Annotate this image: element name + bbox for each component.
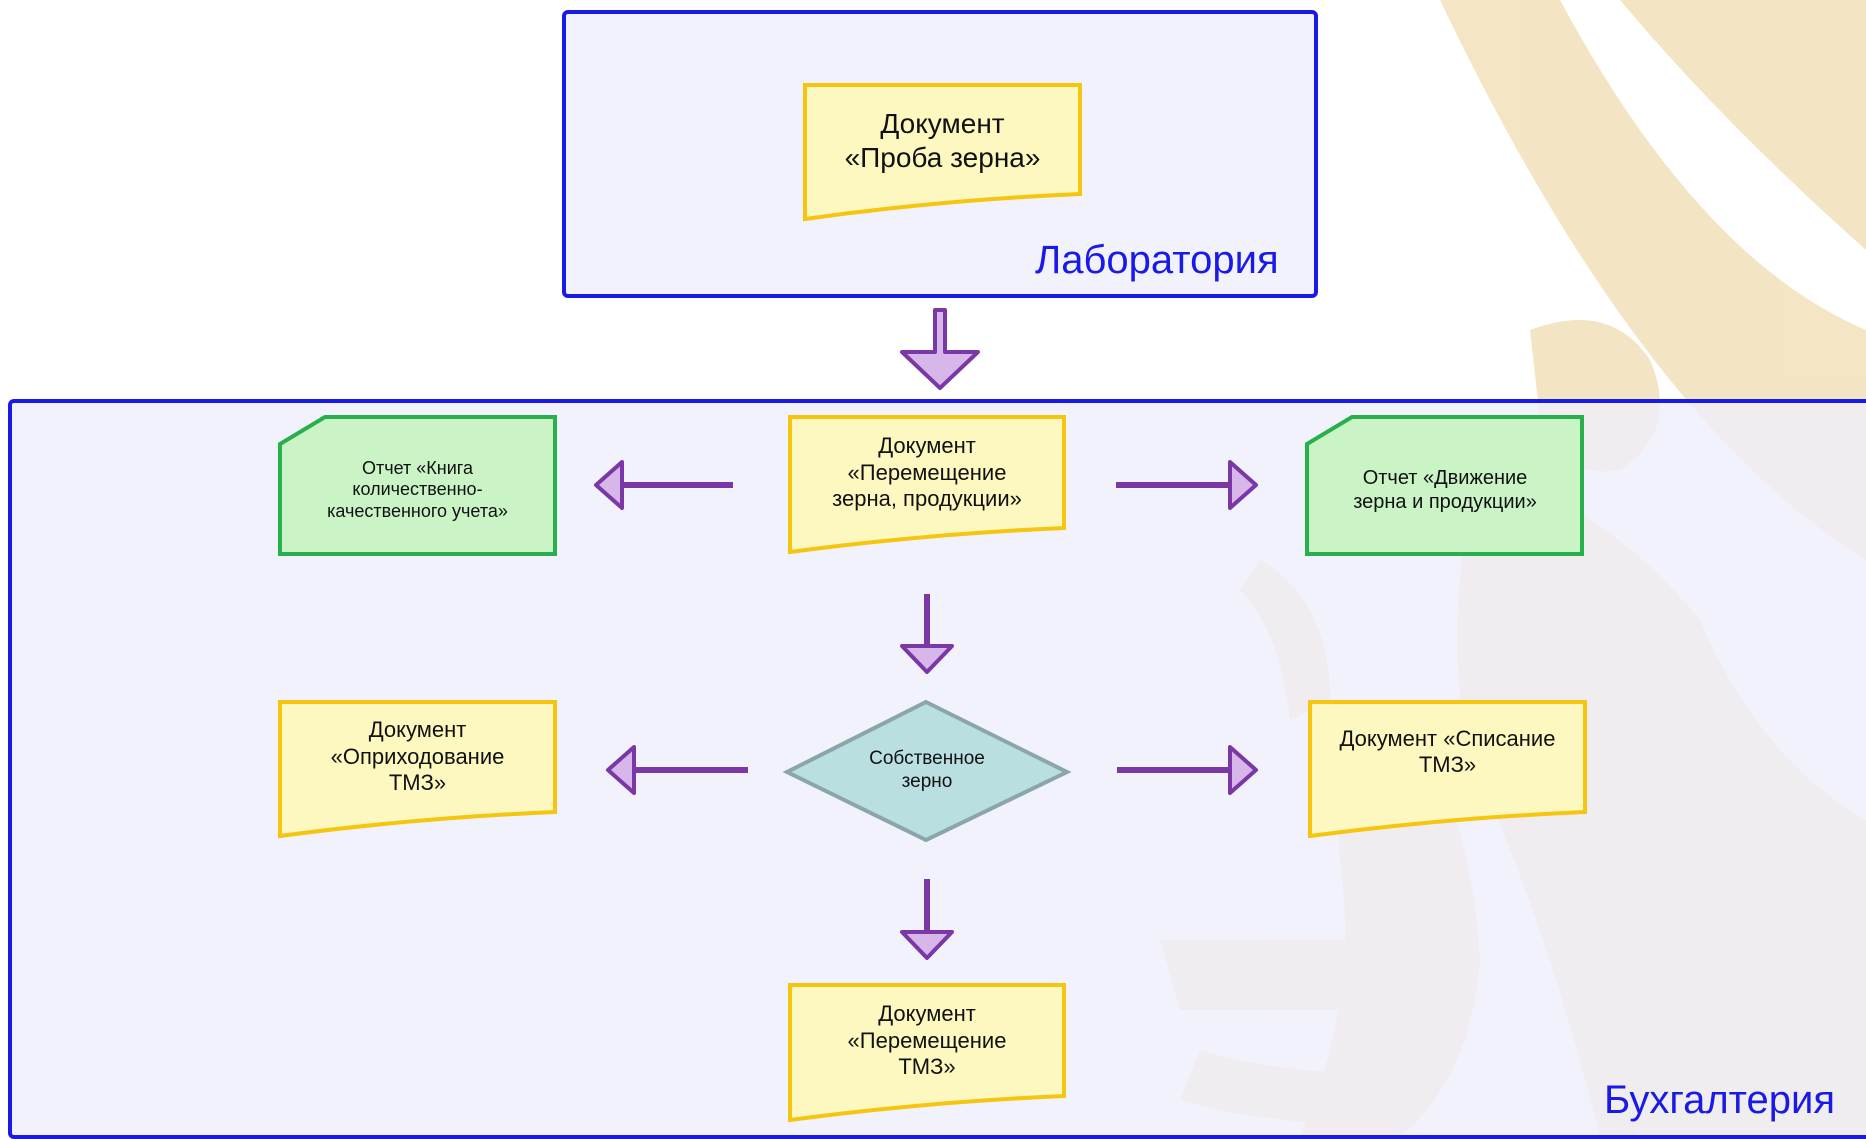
doc-grain-transfer-line-3: зерна, продукции» [832,486,1022,512]
arrow-to-writeoff [1117,745,1258,795]
arrow-lab-to-accounting [900,308,980,390]
arrow-to-decision [900,594,954,674]
arrow-to-tmz-transfer [900,879,954,960]
doc-sample-text: Документ «Проба зерна» [805,92,1080,190]
doc-grain-transfer-text: Документ «Перемещение зерна, продукции» [790,424,1064,522]
doc-grain-transfer-shape [788,415,1066,555]
report-movement-text: Отчет «Движение зерна и продукции» [1315,450,1575,530]
decision-own-grain-text: Собственное зерно [817,735,1037,807]
doc-writeoff-line-2: ТМЗ» [1418,752,1477,777]
arrow-to-receipt [606,745,748,795]
accounting-label: Бухгалтерия [1604,1078,1836,1122]
decision-line-1: Собственное [869,748,985,770]
doc-sample-line-2: «Проба зерна» [844,142,1041,173]
doc-writeoff-text: Документ «Списание ТМЗ» [1310,712,1585,792]
doc-writeoff-line-1: Документ «Списание [1339,725,1556,751]
report-book-text: Отчет «Книга количественно- качественног… [290,440,545,540]
doc-receipt-text: Документ «Оприходование ТМЗ» [280,708,555,806]
laboratory-label: Лаборатория [1035,238,1279,282]
doc-tmz-transfer-line-1: Документ [878,1001,976,1027]
report-movement-line-2: зерна и продукции» [1353,491,1537,513]
doc-tmz-transfer-line-2: «Перемещение [847,1027,1007,1053]
doc-receipt-line-1: Документ [368,717,467,743]
doc-writeoff-shape [1308,700,1587,839]
doc-receipt-shape [278,700,557,839]
arrow-to-report-movement [1116,460,1258,510]
doc-grain-transfer-line-1: Документ [878,433,976,459]
report-movement-line-1: Отчет «Движение [1362,467,1528,489]
report-book-line-3: качественного учета» [327,500,508,521]
doc-receipt-line-3: ТМЗ» [388,770,447,796]
doc-tmz-transfer-shape [788,983,1066,1123]
decision-own-grain-shape [782,699,1072,843]
report-movement-shape [1305,415,1584,556]
doc-grain-transfer-line-2: «Перемещение [847,459,1007,485]
report-book-line-1: Отчет «Книга [362,457,473,478]
doc-sample-shape [803,83,1082,222]
arrow-to-report-book [594,460,733,510]
doc-sample-line-1: Документ [880,108,1005,140]
report-book-shape [278,415,557,556]
report-book-line-2: количественно- [352,479,483,500]
decision-line-2: зерно [901,771,953,792]
doc-receipt-line-2: «Оприходование [330,743,505,769]
doc-tmz-transfer-line-3: ТМЗ» [898,1054,956,1080]
doc-tmz-transfer-text: Документ «Перемещение ТМЗ» [790,992,1064,1090]
